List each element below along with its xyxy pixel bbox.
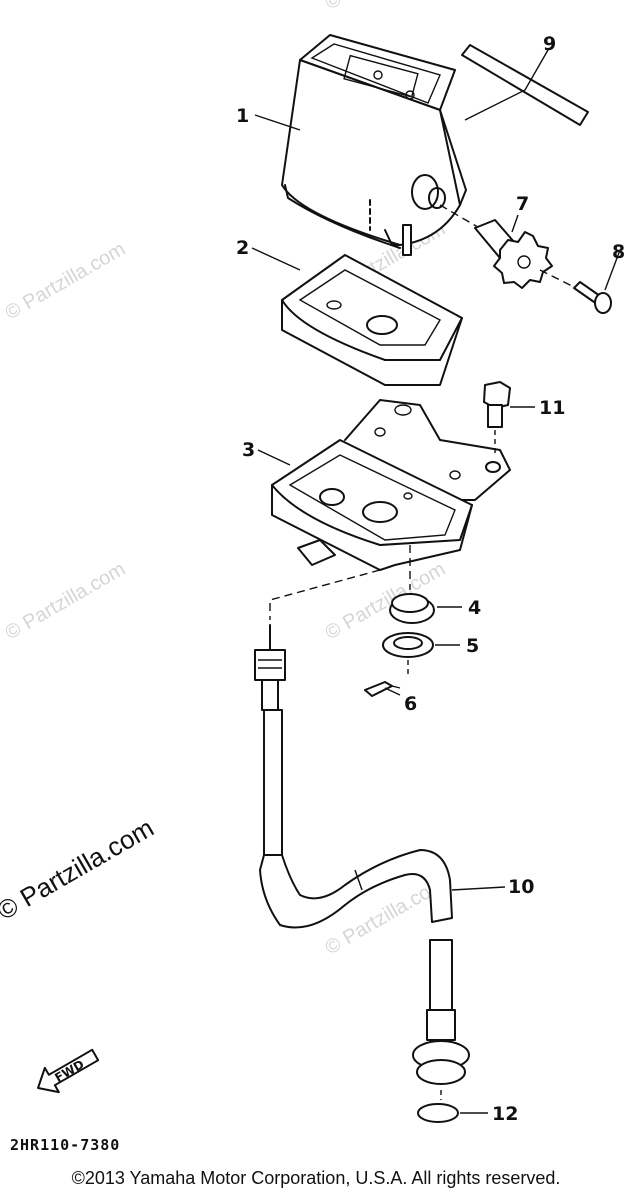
callouts: 1 2 3 4 5 6 7 8 9 10 11 12 (236, 33, 625, 1125)
diagram-code: 2HR110-7380 (10, 1136, 120, 1154)
part-7-gear (474, 219, 581, 291)
callout-2: 2 (236, 237, 249, 259)
callout-1: 1 (236, 105, 249, 127)
callout-6: 6 (404, 693, 417, 715)
callout-11: 11 (539, 397, 565, 419)
part-2-gasket (281, 254, 463, 386)
callout-5: 5 (466, 635, 479, 657)
callout-4: 4 (468, 597, 481, 619)
watermark-6: © Partzilla.com (322, 0, 450, 14)
callout-8: 8 (612, 241, 625, 263)
callout-7: 7 (516, 193, 529, 215)
part-4-grommet (389, 593, 435, 624)
fwd-label: FWD (52, 1057, 86, 1085)
part-11-bolt (483, 381, 511, 455)
callout-3: 3 (242, 439, 255, 461)
callout-12: 12 (492, 1103, 518, 1125)
callout-9: 9 (543, 33, 556, 55)
leader-lines (251, 49, 621, 1114)
watermark-4: © Partzilla.com (322, 558, 450, 644)
watermark-1: © Partzilla.com (2, 238, 130, 324)
part-6-clip (364, 681, 401, 697)
part-8-screw (573, 281, 612, 314)
fwd-arrow: FWD (37, 1048, 100, 1094)
watermark-3: © Partzilla.com (2, 558, 130, 644)
part-12-oring (417, 1103, 459, 1123)
callout-10: 10 (508, 876, 534, 898)
part-3-bracket (269, 399, 511, 620)
part-10-cable (254, 624, 470, 1100)
part-1-meter-housing (281, 34, 501, 256)
part-9-strip (461, 44, 589, 126)
copyright-notice: ©2013 Yamaha Motor Corporation, U.S.A. A… (71, 1168, 561, 1188)
part-5-washer (382, 632, 434, 676)
